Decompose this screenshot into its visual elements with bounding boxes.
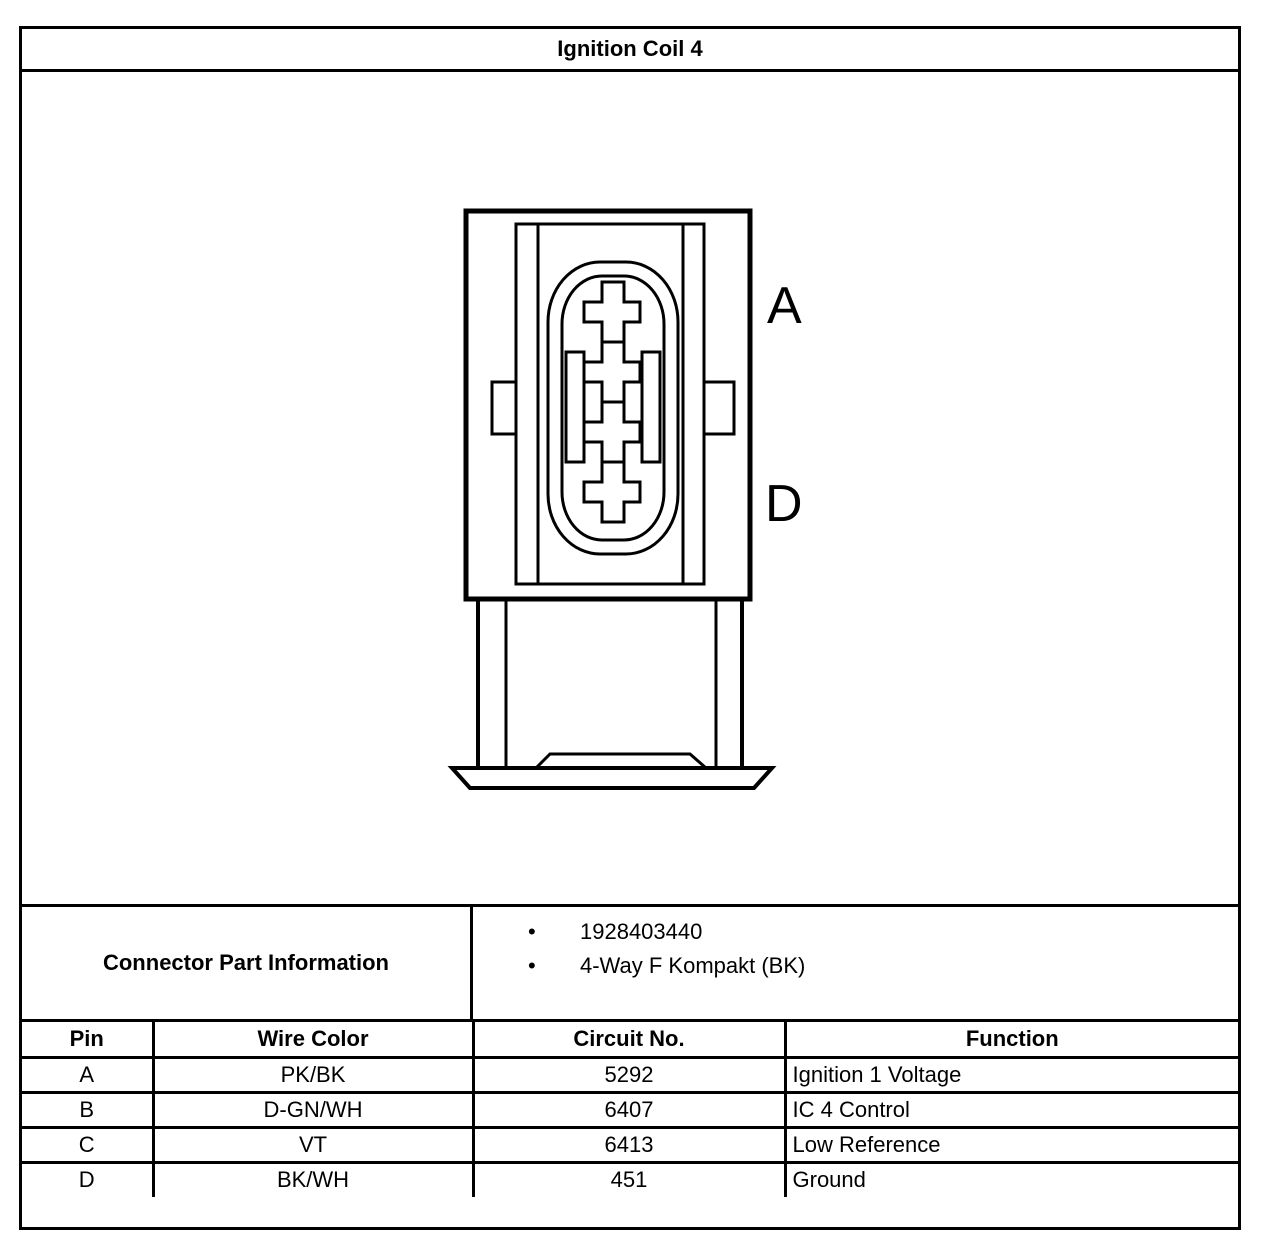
cell-function: IC 4 Control: [783, 1090, 1238, 1129]
connector-drawing: A D: [22, 72, 1238, 904]
header-circuit: Circuit No.: [471, 1022, 787, 1059]
cell-wire-color: VT: [151, 1125, 475, 1164]
cell-pin: C: [22, 1125, 155, 1164]
cavity-outer: [546, 260, 680, 556]
cell-function: Low Reference: [783, 1125, 1238, 1164]
cell-wire-color: PK/BK: [151, 1055, 475, 1094]
terminal-cavities: [582, 280, 642, 524]
left-latch: [490, 380, 516, 436]
table-row: B D-GN/WH 6407 IC 4 Control: [22, 1090, 1238, 1129]
connector-face-illustration: [447, 208, 777, 790]
header-wire-color: Wire Color: [151, 1022, 475, 1059]
connector-part-info: Connector Part Information • 1928403440 …: [22, 904, 1238, 1022]
list-item: • 4-Way F Kompakt (BK): [473, 951, 1238, 985]
cell-function: Ignition 1 Voltage: [783, 1055, 1238, 1094]
cell-wire-color: BK/WH: [151, 1160, 475, 1197]
header-function: Function: [783, 1022, 1238, 1059]
cell-circuit: 6413: [471, 1125, 787, 1164]
table-row: A PK/BK 5292 Ignition 1 Voltage: [22, 1055, 1238, 1094]
pin-label-a: A: [767, 277, 802, 335]
connector-sheet: Ignition Coil 4: [19, 26, 1241, 1230]
header-pin: Pin: [22, 1022, 155, 1059]
connector-part-info-label: Connector Part Information: [22, 907, 473, 1019]
cell-pin: B: [22, 1090, 155, 1129]
cavity-inner: [560, 274, 666, 542]
cell-pin: D: [22, 1160, 155, 1197]
pin-table: Pin Wire Color Circuit No. Function A PK…: [22, 1022, 1238, 1197]
table-row: D BK/WH 451 Ground: [22, 1160, 1238, 1197]
cell-pin: A: [22, 1055, 155, 1094]
table-row: C VT 6413 Low Reference: [22, 1125, 1238, 1164]
cell-wire-color: D-GN/WH: [151, 1090, 475, 1129]
cell-circuit: 5292: [471, 1055, 787, 1094]
list-item: • 1928403440: [473, 917, 1238, 951]
cell-circuit: 6407: [471, 1090, 787, 1129]
housing-outline: [463, 208, 753, 602]
cell-function: Ground: [783, 1160, 1238, 1197]
table-header-row: Pin Wire Color Circuit No. Function: [22, 1022, 1238, 1059]
pin-label-d: D: [765, 475, 803, 533]
part-number: 1928403440: [580, 919, 703, 944]
connector-base: [447, 766, 777, 790]
bullet-icon: •: [528, 919, 536, 944]
inner-frame: [514, 222, 706, 586]
page-title: Ignition Coil 4: [22, 29, 1238, 72]
connector-description: 4-Way F Kompakt (BK): [580, 953, 806, 978]
bullet-icon: •: [528, 953, 536, 978]
cell-circuit: 451: [471, 1160, 787, 1197]
connector-part-info-list: • 1928403440 • 4-Way F Kompakt (BK): [473, 907, 1238, 1019]
right-latch: [704, 380, 736, 436]
